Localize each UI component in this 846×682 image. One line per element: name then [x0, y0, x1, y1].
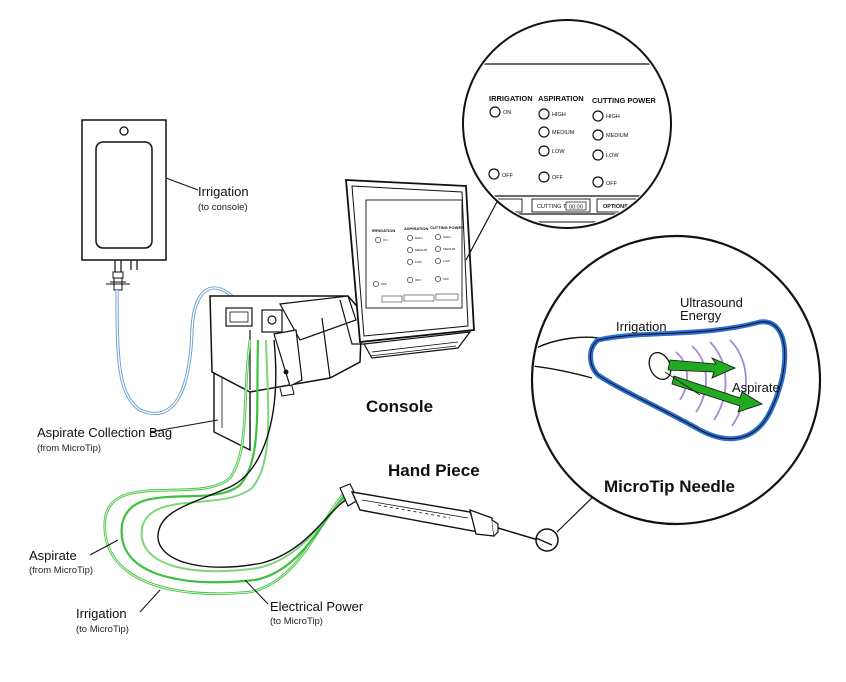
ultrasound-energy-waves — [675, 339, 747, 427]
irrigation-bag-label: Irrigation — [198, 184, 249, 199]
screen-cut-high: HIGH — [443, 235, 451, 239]
control-panel-zoom: CUTTING TIME 00:00 OPTIONS IRRIGATION AS… — [462, 19, 672, 261]
irrigation-bag — [81, 119, 199, 291]
needle-ultrasound-label-line2: Energy — [680, 308, 722, 323]
cutting-time-label: CUTTING TIME — [537, 204, 576, 210]
screen-asp-off: OFF — [415, 278, 421, 282]
microtip-needle-label: MicroTip Needle — [604, 477, 735, 496]
aspiration-low-label: LOW — [552, 149, 565, 155]
needle-ultrasound-label-line1: Ultrasound — [680, 295, 743, 310]
aspirate-tube-sublabel: (from MicroTip) — [29, 565, 93, 576]
cutting-power-heading: CUTTING POWER — [592, 96, 656, 105]
irrigation-tube-label: Irrigation — [76, 606, 127, 621]
hand-piece — [339, 483, 601, 552]
screen-asp-high: HIGH — [415, 236, 423, 240]
aspiration-medium-label: MEDIUM — [552, 130, 575, 136]
aspiration-high-indicator — [538, 108, 550, 120]
aspiration-medium-indicator — [538, 126, 550, 138]
screen-irrigation-heading: IRRIGATION — [372, 228, 395, 233]
irrigation-tube-sublabel: (to MicroTip) — [76, 624, 129, 635]
console-monitor: IRRIGATION ASPIRATION CUTTING POWER ON H… — [339, 179, 475, 359]
screen-cut-off: OFF — [443, 277, 449, 281]
screen-aspiration-heading: ASPIRATION — [404, 226, 428, 231]
screen-cut-low: LOW — [443, 259, 450, 263]
irrigation-on-label: ON — [503, 110, 511, 116]
irrigation-on-indicator — [489, 106, 501, 118]
collection-bag-label: Aspirate Collection Bag — [37, 425, 172, 440]
aspirate-tube-label: Aspirate — [29, 548, 77, 563]
aspiration-heading: ASPIRATION — [538, 94, 584, 103]
irrigation-bag-sublabel: (to console) — [198, 202, 248, 213]
options-label: OPTIONS — [603, 204, 628, 210]
tube-bundle — [103, 339, 353, 595]
irrigation-off-label: OFF — [502, 173, 514, 179]
screen-asp-medium: MEDIUM — [415, 248, 428, 252]
cutting-low-label: LOW — [606, 153, 619, 159]
console-label: Console — [366, 397, 433, 416]
needle-aspirate-label: Aspirate — [732, 380, 780, 395]
cutting-off-label: OFF — [606, 181, 618, 187]
console-base — [209, 295, 363, 397]
needle-irrigation-label: Irrigation — [616, 319, 667, 334]
irrigation-off-indicator — [488, 168, 500, 180]
screen-cut-medium: MEDIUM — [443, 247, 456, 251]
cutting-low-indicator — [592, 149, 604, 161]
aspiration-off-label: OFF — [552, 175, 564, 181]
cutting-high-indicator — [592, 110, 604, 122]
aspiration-low-indicator — [538, 145, 550, 157]
screen-on-label: ON — [383, 238, 388, 242]
screen-cutting-heading: CUTTING POWER — [430, 225, 464, 230]
cutting-medium-label: MEDIUM — [606, 133, 629, 139]
electrical-power-sublabel: (to MicroTip) — [270, 616, 323, 627]
electrical-power-label: Electrical Power — [270, 599, 364, 614]
irrigation-supply-tube — [115, 286, 238, 416]
aspiration-high-label: HIGH — [552, 112, 566, 118]
screen-irr-off: OFF — [381, 282, 387, 286]
cutting-medium-indicator — [592, 129, 604, 141]
collection-bag-sublabel: (from MicroTip) — [37, 443, 101, 454]
hand-piece-label: Hand Piece — [388, 461, 480, 480]
monitor-screen: IRRIGATION ASPIRATION CUTTING POWER ON H… — [365, 199, 464, 309]
aspiration-off-indicator — [538, 171, 550, 183]
cutting-off-indicator — [592, 176, 604, 188]
diagram-labels: Irrigation (to console) Aspirate Collect… — [29, 184, 780, 635]
irrigation-heading: IRRIGATION — [489, 94, 533, 103]
screen-asp-low: LOW — [415, 260, 422, 264]
cutting-high-label: HIGH — [606, 114, 620, 120]
microtip-needle-zoom — [530, 234, 822, 526]
cutting-time-value: 00:00 — [569, 205, 583, 211]
